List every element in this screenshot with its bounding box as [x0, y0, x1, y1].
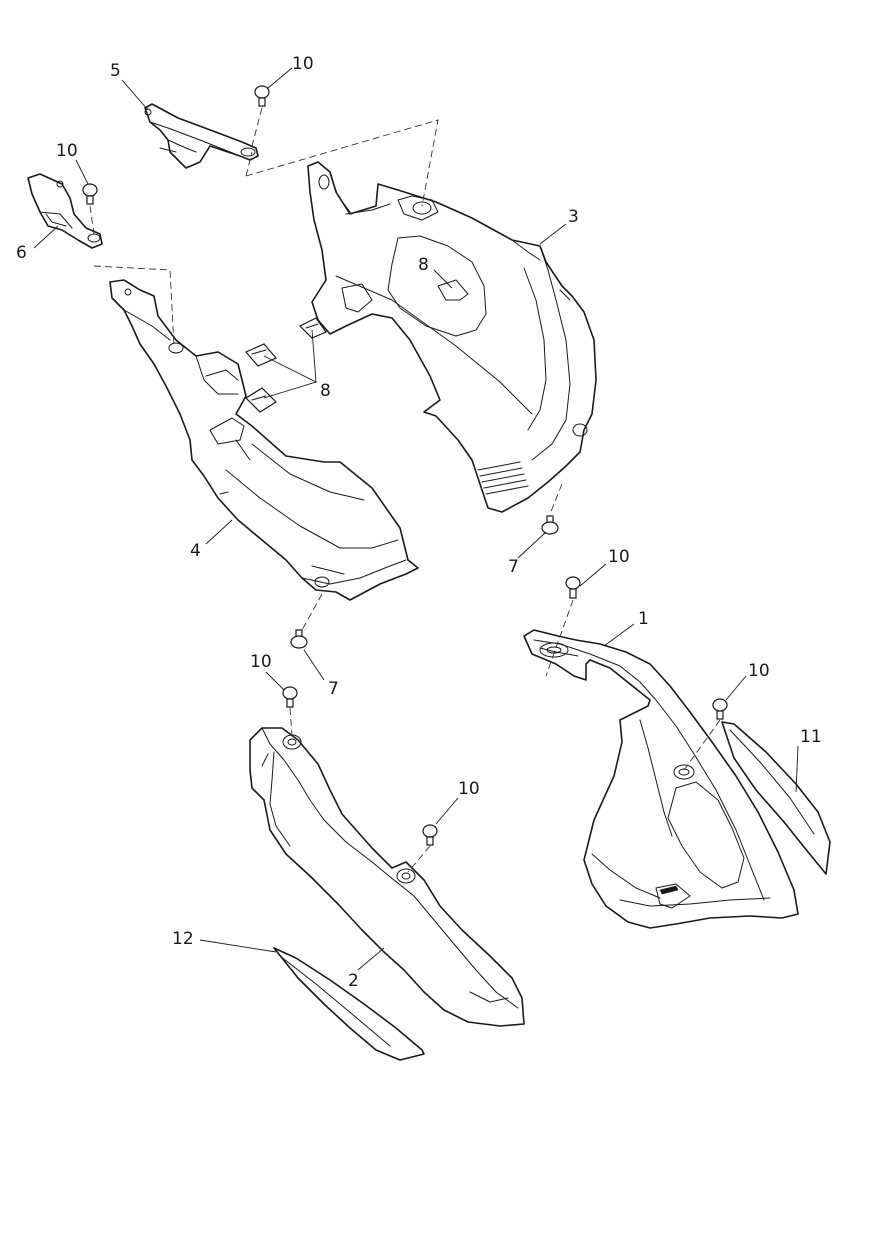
callout-7-lower: 7: [328, 679, 339, 699]
part-2-outer-panel: [249, 727, 525, 1027]
part-8-clip-nut-b: [245, 387, 277, 413]
callout-12: 12: [172, 929, 194, 949]
part-1-outer-panel: [523, 629, 799, 929]
part-12-trim-strip: [273, 947, 425, 1061]
screw-10-mid-right: [565, 576, 581, 599]
part-8-clip-nut-c: [298, 317, 327, 339]
callout-8-lower: 8: [320, 381, 331, 401]
callout-10-lower: 10: [458, 779, 480, 799]
callout-2: 2: [348, 971, 359, 991]
screw-10-mid-left: [282, 686, 298, 708]
part-3-inner-panel: [307, 161, 597, 513]
callout-8-upper: 8: [418, 255, 429, 275]
callout-10-top: 10: [292, 54, 314, 74]
callout-7-upper: 7: [508, 557, 519, 577]
bolt-7-upper: [541, 515, 559, 535]
callout-10-mid-left: 10: [250, 652, 272, 672]
callout-6: 6: [16, 243, 27, 263]
callout-3: 3: [568, 207, 579, 227]
screw-10-left: [82, 183, 98, 205]
callout-4: 4: [190, 541, 201, 561]
callout-10-right: 10: [748, 661, 770, 681]
screw-10-lower: [422, 824, 438, 846]
screw-10-right: [712, 698, 728, 720]
leader-lines: [33, 67, 799, 971]
part-5-bracket: [144, 103, 259, 169]
part-8-clip-nut-a: [245, 343, 277, 367]
callout-10-left: 10: [56, 141, 78, 161]
callout-labels: 1 2 3 4 5 6 7 7 8 8 10 10 10 10 10 10 10…: [16, 54, 822, 991]
part-3-vent: [477, 461, 529, 495]
callout-1: 1: [638, 609, 649, 629]
screw-10-top: [254, 85, 270, 107]
part-11-trim-strip: [721, 721, 831, 875]
part-6-bracket: [27, 173, 103, 249]
callout-10-mid-right: 10: [608, 547, 630, 567]
bolt-7-lower: [290, 629, 308, 649]
assembly-lines: [89, 107, 721, 873]
callout-5: 5: [110, 61, 121, 81]
callout-11: 11: [800, 727, 822, 747]
part-4-inner-panel: [109, 279, 419, 601]
